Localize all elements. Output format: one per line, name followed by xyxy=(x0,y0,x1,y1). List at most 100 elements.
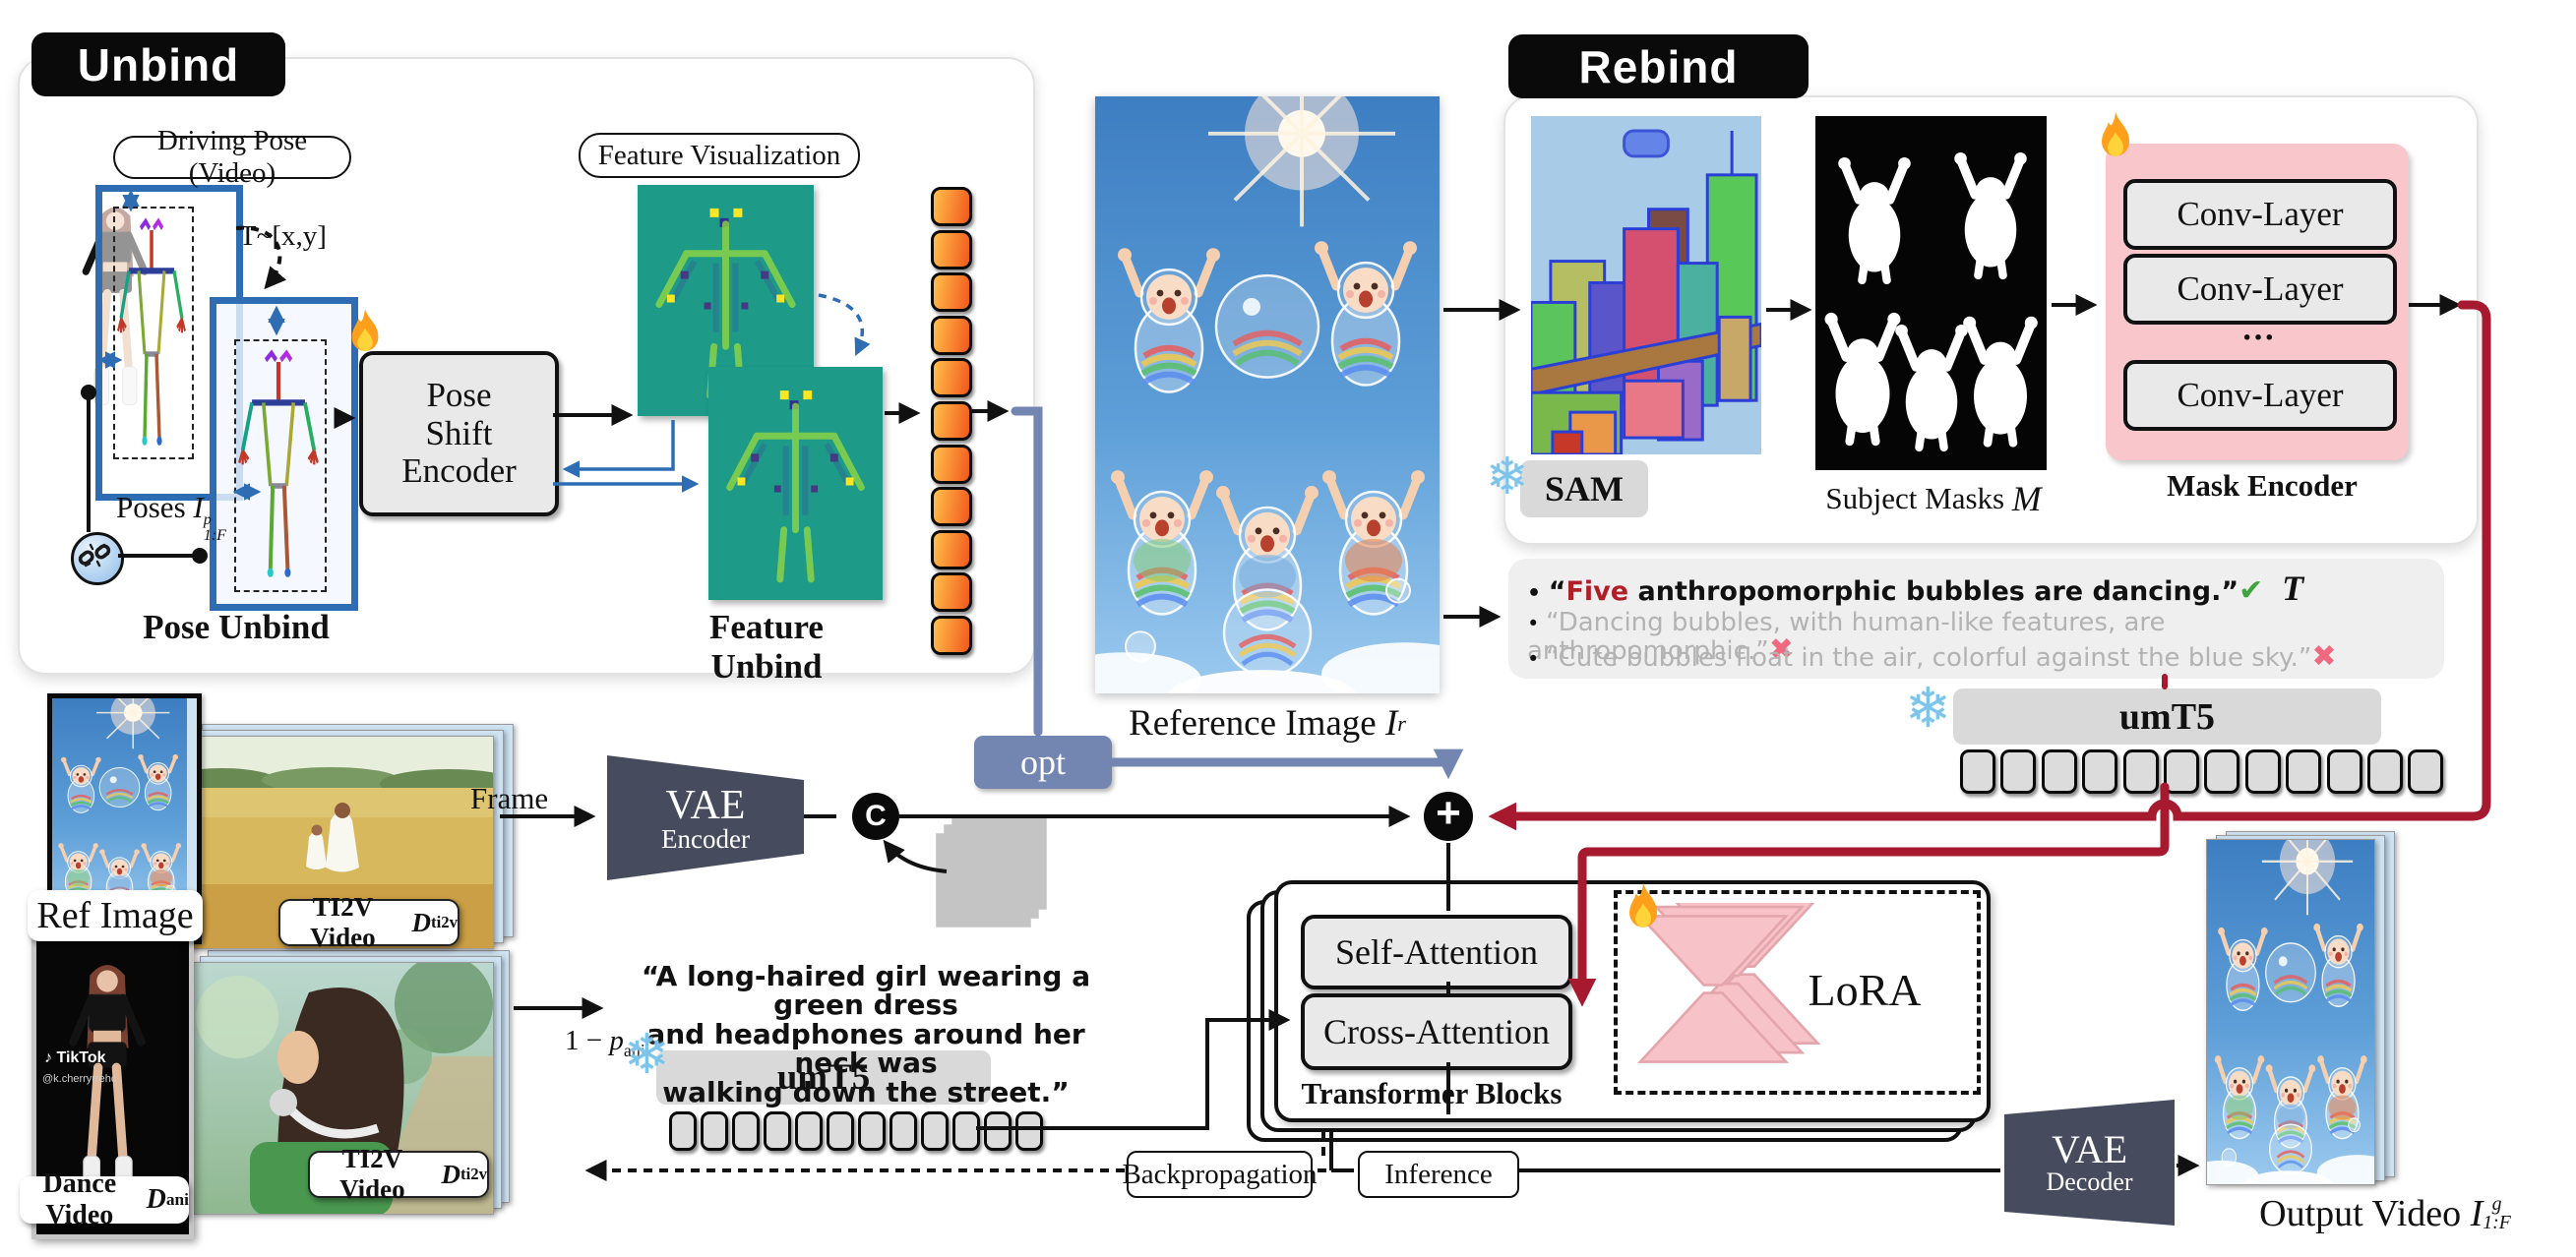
text-token xyxy=(2408,749,2444,794)
text-token xyxy=(2122,749,2159,794)
self-attention-text: Self-Attention xyxy=(1335,932,1538,972)
vae-dec-line2: Decoder xyxy=(2046,1167,2133,1196)
conv-ellipsis: ··· xyxy=(2204,317,2312,360)
pose-token xyxy=(931,229,972,269)
umt5-rebind: umT5 xyxy=(1953,688,2381,745)
snowflake-icon-sam: ❄ xyxy=(1486,448,1529,507)
opt-text: opt xyxy=(1019,743,1066,782)
train-token xyxy=(827,1111,854,1151)
pose-token xyxy=(931,358,972,398)
lora-label: LoRA xyxy=(1771,964,1958,1016)
vae-decoder-label: VAE Decoder xyxy=(2004,1109,2175,1216)
feature-unbind-label: Feature Unbind xyxy=(653,608,880,687)
text-token xyxy=(2000,749,2037,794)
subject-masks-label: Subject Masks M xyxy=(1791,478,2076,519)
fire-icon-mask-encoder xyxy=(2092,110,2139,165)
snowflake-glyph: ❄ xyxy=(1486,449,1529,506)
pose-unbind-label: Pose Unbind xyxy=(138,608,335,647)
rebind-tab-label: Rebind xyxy=(1578,40,1739,92)
cross-attention-box: Cross-Attention xyxy=(1301,993,1572,1070)
unbind-chain-icon xyxy=(71,532,124,585)
poses-sup: p xyxy=(203,511,212,529)
feature-unbind-text: Feature Unbind xyxy=(709,608,824,686)
pose-shift-encoder: Pose Shift Encoder xyxy=(359,351,559,516)
train-token xyxy=(889,1111,917,1151)
vae-dec-line1: VAE xyxy=(2051,1127,2128,1171)
pose-token xyxy=(931,315,972,355)
conv-layer-3: Conv-Layer xyxy=(2123,360,2397,431)
reference-caption-text: Reference Image xyxy=(1129,703,1377,744)
unbind-tab: Unbind xyxy=(31,32,285,96)
snowflake-icon-umt5-train: ❄ xyxy=(624,1023,670,1087)
train-token xyxy=(732,1111,760,1151)
output-video xyxy=(2206,839,2375,1185)
prompt-wrong-2-text: “Cute bubbles float in the air, colorful… xyxy=(1546,643,2312,673)
subject-masks-image xyxy=(1815,116,2047,470)
dance-sub: ani xyxy=(165,1190,189,1209)
tiktok-watermark: ♪ TikTok xyxy=(44,1049,106,1066)
pose-box-2-dashed xyxy=(234,339,327,592)
p-sub: ani xyxy=(623,1040,645,1060)
tiktok-text: TikTok xyxy=(56,1049,106,1066)
transformer-blocks-text: Transformer Blocks xyxy=(1301,1076,1563,1110)
text-token xyxy=(2041,749,2077,794)
conv-ellipsis-text: ··· xyxy=(2240,320,2276,356)
text-token xyxy=(2163,749,2199,794)
text-token xyxy=(2204,749,2240,794)
output-caption-text: Output Video xyxy=(2259,1193,2462,1234)
ti2v-2-sub: ti2v xyxy=(460,1165,487,1183)
poses-var: I xyxy=(193,490,204,524)
concat-symbol: C xyxy=(865,800,887,832)
snowflake-icon-umt5-rebind: ❄ xyxy=(1905,677,1951,741)
pose-skeleton-2 xyxy=(238,344,319,583)
vae-enc-line2: Encoder xyxy=(661,823,750,854)
output-sub: 1:F xyxy=(2483,1212,2511,1233)
train-token xyxy=(952,1111,980,1151)
mask-encoder-label: Mask Encoder xyxy=(2139,468,2385,504)
vae-encoder-label: VAE Encoder xyxy=(607,765,804,871)
text-token xyxy=(2286,749,2322,794)
frame-label: Frame xyxy=(470,781,548,816)
p-prefix: 1 − xyxy=(565,1025,603,1056)
pse-line3: Encoder xyxy=(401,451,517,491)
ref-image-label: Ref Image xyxy=(28,890,203,941)
pose-token xyxy=(931,487,972,527)
train-token xyxy=(1015,1111,1043,1151)
train-token xyxy=(858,1111,886,1151)
pose-token xyxy=(931,529,972,569)
concat-node: C xyxy=(852,793,899,840)
fire-icon-lora xyxy=(1620,881,1667,936)
text-token xyxy=(2244,749,2281,794)
noise-latents xyxy=(936,815,1047,928)
train-token xyxy=(669,1111,697,1151)
lora-text: LoRA xyxy=(1808,965,1922,1015)
pose-token xyxy=(931,615,972,655)
prompt-correct-rest: anthropomorphic bubbles are dancing.” xyxy=(1628,576,2239,607)
mask-encoder-text: Mask Encoder xyxy=(2167,468,2358,503)
prompt-wrong-2: • “Cute bubbles float in the air, colorf… xyxy=(1527,639,2337,674)
training-prompt: “A long-haired girl wearing a green dres… xyxy=(610,962,1122,1107)
ti2v-2-text: TI2V Video xyxy=(339,1144,405,1204)
feature-visualization-label: Feature Visualization xyxy=(579,133,860,178)
train-token xyxy=(764,1111,791,1151)
sam-segmentation-image xyxy=(1531,116,1761,454)
pose-token xyxy=(931,444,972,484)
backpropagation-text: Backpropagation xyxy=(1122,1158,1318,1190)
train-token xyxy=(795,1111,823,1151)
fire-icon xyxy=(342,307,388,360)
pse-line1: Pose xyxy=(426,376,492,415)
vae-enc-line1: VAE xyxy=(665,782,746,828)
transform-label: T~[x,y] xyxy=(239,220,327,253)
pose-unbind-text: Pose Unbind xyxy=(143,608,330,646)
driving-pose-label: Driving Pose (Video) xyxy=(113,125,351,189)
poses-word: Poses xyxy=(116,490,186,524)
prompt-set-symbol: T xyxy=(2282,569,2304,608)
conv-layer-1-text: Conv-Layer xyxy=(2177,195,2344,233)
conv-layer-1: Conv-Layer xyxy=(2123,179,2397,250)
ti2v-1-var: D xyxy=(411,907,432,937)
unbind-tab-label: Unbind xyxy=(77,38,240,90)
dance-var: D xyxy=(146,1184,166,1215)
